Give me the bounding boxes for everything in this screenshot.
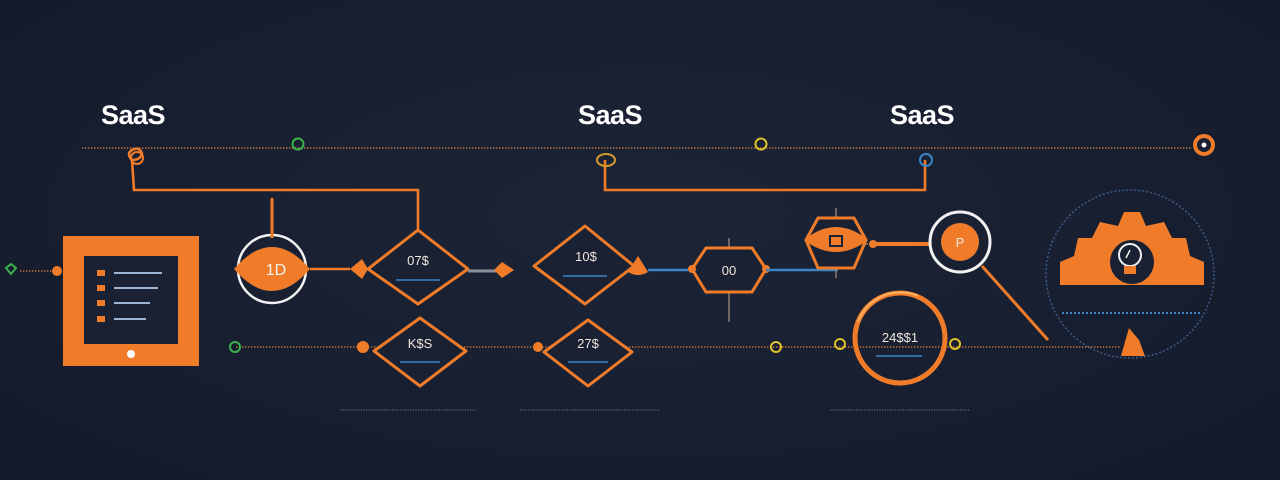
left-marker-green (4, 262, 18, 276)
node-label-1: 1D (266, 262, 286, 279)
hook-ring-1 (130, 151, 144, 165)
node-label-8: P (956, 235, 965, 250)
lightbulb-icon (1118, 243, 1142, 274)
node-shield (804, 208, 877, 278)
node-ring: P (928, 210, 992, 274)
hook-ring-2 (596, 153, 616, 167)
node-6: 27$ (542, 318, 634, 388)
bottom-marker-yellow-2 (834, 338, 846, 350)
hook-ring-3 (919, 153, 933, 167)
heading-saas-2: SaaS (578, 100, 642, 130)
document-button (127, 350, 135, 358)
document-list-icon (97, 270, 162, 322)
heading-saas-1: SaaS (101, 100, 165, 130)
bottom-marker-orange-1 (357, 341, 369, 353)
bottom-marker-yellow-3 (949, 338, 961, 350)
document-port (52, 266, 62, 276)
node-3: 10$ (532, 224, 636, 306)
heading-saas-3: SaaS (890, 100, 954, 130)
node-4: 00 (688, 238, 770, 322)
bottom-marker-green (229, 341, 241, 353)
gear-icon (1045, 189, 1215, 359)
node-label-6: 27$ (577, 336, 599, 351)
droplet-marker (628, 256, 648, 275)
rail-marker-green (291, 137, 305, 151)
node-1: 1D (234, 198, 310, 305)
node-label-5: K$S (408, 336, 433, 351)
connector-ring-gear (980, 265, 1050, 341)
rail-marker-yellow (754, 137, 768, 151)
node-2: 07$ (366, 228, 470, 306)
bottom-marker-yellow-1 (770, 341, 782, 353)
connector-1 (127, 147, 420, 246)
node-label-2: 07$ (407, 253, 429, 268)
node-label-7: 24$$1 (882, 330, 918, 345)
rail-end-dot (1201, 142, 1207, 148)
node-7: 24$$1 (852, 290, 948, 386)
document-panel (52, 236, 199, 366)
connector-2 (603, 160, 927, 192)
node-label-4: 00 (722, 263, 736, 278)
node-5: K$S (372, 316, 468, 388)
bottom-marker-orange-2 (533, 342, 543, 352)
node-label-3: 10$ (575, 249, 597, 264)
